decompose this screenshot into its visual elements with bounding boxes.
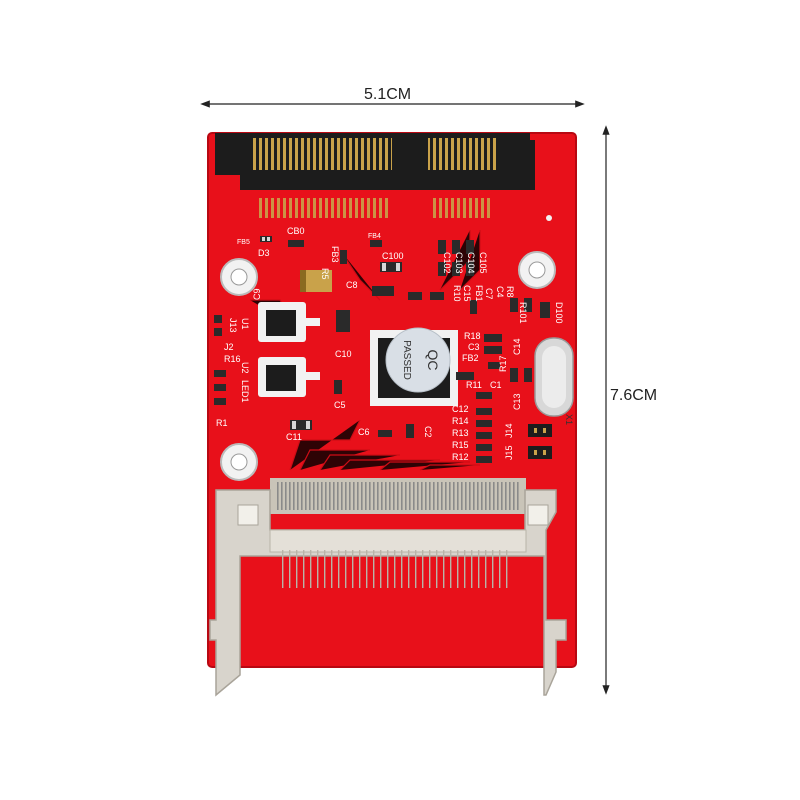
voltage-regulator-u1: [258, 302, 320, 342]
mounting-hole-top-left: [220, 258, 258, 296]
silk-c6: C6: [358, 427, 370, 437]
silk-fb4: FB4: [368, 233, 381, 240]
silk-c100: C100: [382, 251, 404, 261]
jumper-j15: [528, 446, 552, 459]
silk-j14: J14: [504, 423, 514, 438]
voltage-regulator-u2: [258, 357, 320, 397]
silk-x1: X1: [564, 414, 574, 425]
silk-c3: C3: [468, 342, 480, 352]
silk-d100: D100: [554, 302, 564, 324]
qc-sticker-line1: QC: [425, 350, 441, 371]
sata-connector: [215, 133, 535, 190]
silk-u1: U1: [240, 318, 250, 330]
silk-r8: R8: [505, 286, 515, 298]
tantalum-capacitor: [300, 270, 332, 292]
compact-flash-slot: [209, 478, 567, 697]
silk-c10: C10: [335, 349, 352, 359]
silk-r11: R11: [466, 380, 482, 390]
silk-c12: C12: [452, 404, 469, 414]
silk-r14: R14: [452, 416, 469, 426]
silk-c102: C102: [442, 252, 452, 274]
height-dimension-label: 7.6CM: [610, 387, 658, 404]
silk-j2: J2: [224, 342, 234, 352]
crystal-oscillator: [534, 337, 574, 417]
silk-r101: R101: [518, 302, 528, 324]
cf-slot-pin-legs: [278, 550, 508, 588]
silk-c11: C11: [286, 432, 302, 442]
silk-c103: C103: [454, 252, 464, 274]
silk-c2: C2: [423, 426, 433, 438]
silk-c8: C8: [346, 280, 358, 290]
silk-c1: C1: [490, 380, 502, 390]
silk-c9: C9: [252, 288, 262, 300]
qc-passed-sticker: QC PASSED: [385, 327, 451, 393]
silk-r13: R13: [452, 428, 469, 438]
silk-r1: R1: [216, 418, 228, 428]
silk-fb3: FB3: [330, 246, 340, 263]
silk-r16: R16: [224, 354, 241, 364]
mounting-hole-bottom-left: [220, 443, 258, 481]
silk-c15: C15: [462, 285, 472, 302]
silk-u2: U2: [240, 362, 250, 374]
silk-r5: R5: [320, 268, 330, 280]
silk-r18: R18: [464, 331, 481, 341]
qc-sticker-line2: PASSED: [401, 340, 412, 380]
smd-components: [214, 236, 550, 463]
silk-led1: LED1: [240, 380, 250, 403]
width-dimension-label: 5.1CM: [364, 86, 412, 103]
silk-c104: C104: [466, 252, 476, 274]
silk-fb2: FB2: [462, 353, 479, 363]
silk-fb1: FB1: [474, 285, 484, 302]
silk-c13: C13: [512, 393, 522, 410]
mounting-hole-top-right: [518, 251, 556, 289]
silk-fb5: FB5: [237, 239, 250, 246]
silkscreen-labels: CB0 FB5 D3 FB4 R5 FB3 C100 C9 C8 U1 J13 …: [216, 226, 574, 462]
sata-solder-pads: [258, 198, 492, 218]
silk-c105: C105: [478, 252, 488, 274]
jumper-j14: [528, 424, 552, 437]
silk-r17: R17: [498, 355, 508, 372]
silk-r12: R12: [452, 452, 469, 462]
silk-d3: D3: [258, 248, 270, 258]
silk-cb0: CB0: [287, 226, 305, 236]
silk-c5: C5: [334, 400, 346, 410]
silk-j15: J15: [504, 445, 514, 460]
silk-c14: C14: [512, 338, 522, 355]
silk-c7: C7: [484, 288, 494, 300]
silk-r10: R10: [452, 285, 462, 302]
silk-j13: J13: [228, 318, 238, 333]
silk-c4: C4: [495, 286, 505, 298]
silk-r15: R15: [452, 440, 469, 450]
fiducial-mark: [546, 215, 552, 221]
